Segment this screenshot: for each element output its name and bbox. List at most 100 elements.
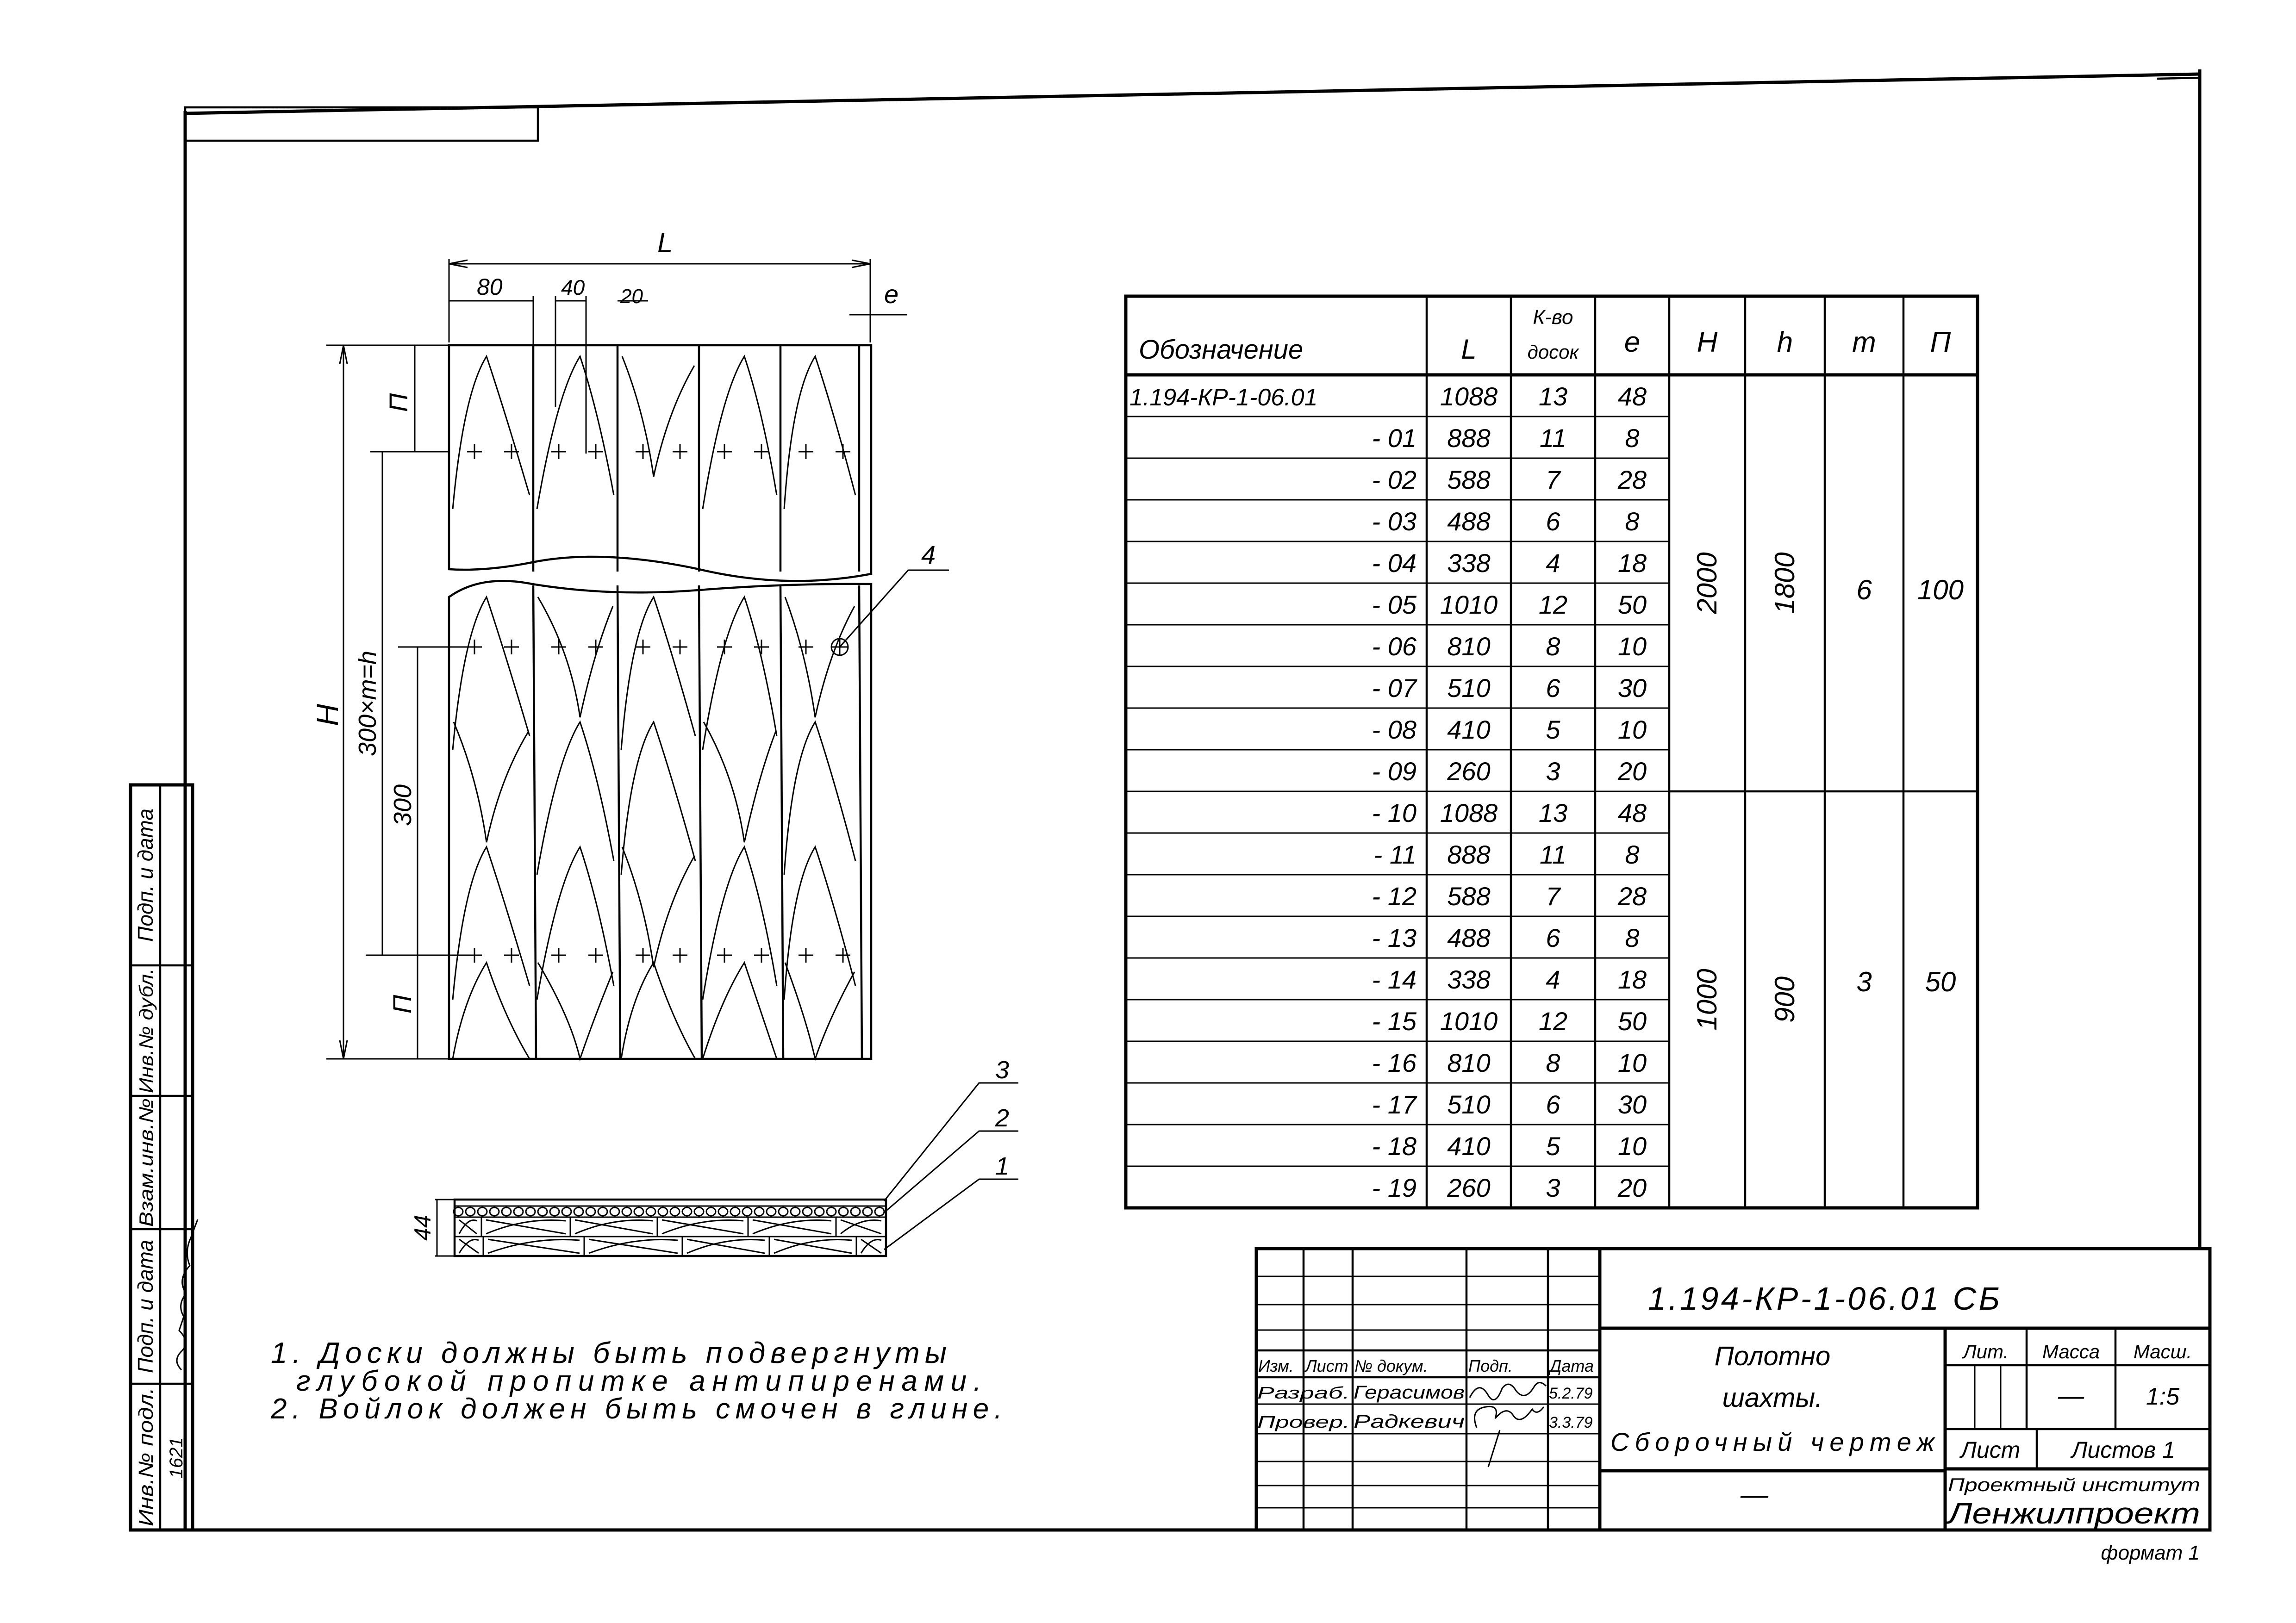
cell-e: 8	[1625, 507, 1639, 536]
callout-4-label: 4	[921, 540, 936, 569]
cell-L: 260	[1447, 1173, 1490, 1202]
felt-loop	[633, 1206, 644, 1217]
header-n: П	[1930, 326, 1951, 358]
variants-table: Обозначение L К-во досок e H h m П 1.194…	[1124, 294, 1979, 1210]
felt-loop	[730, 1206, 741, 1217]
cell-L: 488	[1447, 507, 1490, 536]
nail-mark-icon	[754, 444, 769, 459]
wood-grain-line	[620, 720, 696, 875]
cell-e: 10	[1618, 1048, 1647, 1077]
group-1-H: 2000	[1691, 552, 1722, 614]
felt-loop	[681, 1206, 693, 1217]
end-grain-hatch	[774, 1238, 852, 1254]
drawing-name-line-3: Сборочный чертеж	[1610, 1427, 1935, 1456]
board-joint	[858, 585, 863, 1059]
end-grain-hatch	[487, 1238, 580, 1254]
felt-loop	[621, 1206, 632, 1217]
callout-2-label: 2	[995, 1104, 1009, 1132]
cell-count: 11	[1540, 423, 1566, 453]
cell-designation: - 17	[1372, 1090, 1417, 1119]
lit-label: Лит.	[1962, 1341, 2009, 1362]
cell-e: 30	[1618, 1090, 1647, 1119]
felt-loop	[465, 1206, 476, 1217]
note-2: 2. Войлок должен быть смочен в глине.	[270, 1393, 1002, 1425]
cell-count: 5	[1546, 1132, 1560, 1161]
wood-grain-line	[703, 721, 777, 843]
cell-designation: - 04	[1372, 548, 1417, 578]
checked-date: 3.3.79	[1549, 1414, 1593, 1431]
wood-grain-line	[702, 595, 778, 750]
cell-designation: - 02	[1372, 465, 1417, 494]
nail-mark-icon	[754, 640, 769, 654]
felt-loop	[778, 1206, 789, 1217]
end-grain-hatch	[574, 1219, 653, 1235]
felt-loop	[669, 1206, 680, 1217]
material-value: —	[1740, 1479, 1769, 1510]
sheet-label: Лист	[1959, 1437, 2021, 1463]
nail-mark-icon	[836, 948, 850, 963]
felt-loop	[609, 1206, 620, 1217]
cell-L: 1010	[1440, 590, 1498, 619]
nail-mark-icon	[717, 444, 732, 459]
side-stamp-orig-inv-value: 1621	[166, 1437, 187, 1479]
note-1: 1. Доски должны быть подвергнуты	[271, 1336, 947, 1369]
felt-loop	[862, 1206, 873, 1217]
nail-mark-icon	[636, 948, 650, 963]
checked-label: Провер.	[1257, 1412, 1350, 1431]
nail-mark-icon	[504, 640, 519, 654]
cell-e: 48	[1618, 382, 1647, 411]
felt-loop	[790, 1206, 801, 1217]
callout-1-label: 1	[995, 1152, 1009, 1180]
cell-L: 588	[1447, 882, 1490, 911]
end-grain-hatch	[588, 1238, 678, 1254]
group-2-values: 1000 900 3 50	[1691, 966, 1956, 1031]
board-joint	[698, 585, 703, 1059]
cell-designation: - 11	[1374, 840, 1416, 869]
header-designation: Обозначение	[1139, 335, 1303, 365]
cell-L: 410	[1447, 1132, 1490, 1161]
felt-loop	[477, 1206, 488, 1217]
cell-L: 810	[1447, 632, 1490, 661]
wood-grain-line	[621, 846, 695, 968]
felt-loop	[549, 1206, 560, 1217]
group-1-m: 6	[1856, 574, 1872, 605]
felt-loop	[525, 1206, 536, 1217]
cell-e: 8	[1625, 840, 1639, 869]
felt-loop	[826, 1206, 837, 1217]
header-e: e	[1624, 326, 1640, 358]
felt-loop	[585, 1206, 596, 1217]
dim-H-label: H	[310, 704, 344, 726]
board-joint	[779, 585, 785, 1059]
header-sheet: Лист	[1304, 1356, 1348, 1375]
wood-grain-line	[452, 595, 530, 750]
nail-mark-icon	[673, 444, 687, 459]
wood-grain-line	[783, 845, 856, 1000]
dim-80-label: 80	[477, 274, 503, 300]
felt-loop	[537, 1206, 548, 1217]
group-1-h: 1800	[1769, 552, 1800, 614]
mass-value: —	[2058, 1381, 2084, 1410]
cell-count: 12	[1539, 1007, 1567, 1036]
wood-grain-line	[702, 961, 778, 1059]
mass-label: Масса	[2042, 1341, 2100, 1362]
felt-loop	[453, 1206, 464, 1217]
nail-mark-icon	[717, 948, 732, 963]
felt-loop	[742, 1206, 753, 1217]
cell-L: 488	[1447, 923, 1490, 952]
cell-designation: - 14	[1372, 965, 1417, 994]
side-stamp-replace-inv: Взам.инв.№	[135, 1098, 157, 1227]
cell-e: 18	[1618, 548, 1647, 578]
felt-loop	[657, 1206, 668, 1217]
side-stamp-dup-inv: Инв.№ дубл.	[135, 968, 157, 1093]
cell-count: 7	[1546, 882, 1561, 911]
cell-e: 10	[1618, 715, 1647, 744]
cell-e: 8	[1625, 423, 1639, 453]
cell-count: 13	[1539, 382, 1567, 411]
nail-mark-icon	[588, 444, 603, 459]
